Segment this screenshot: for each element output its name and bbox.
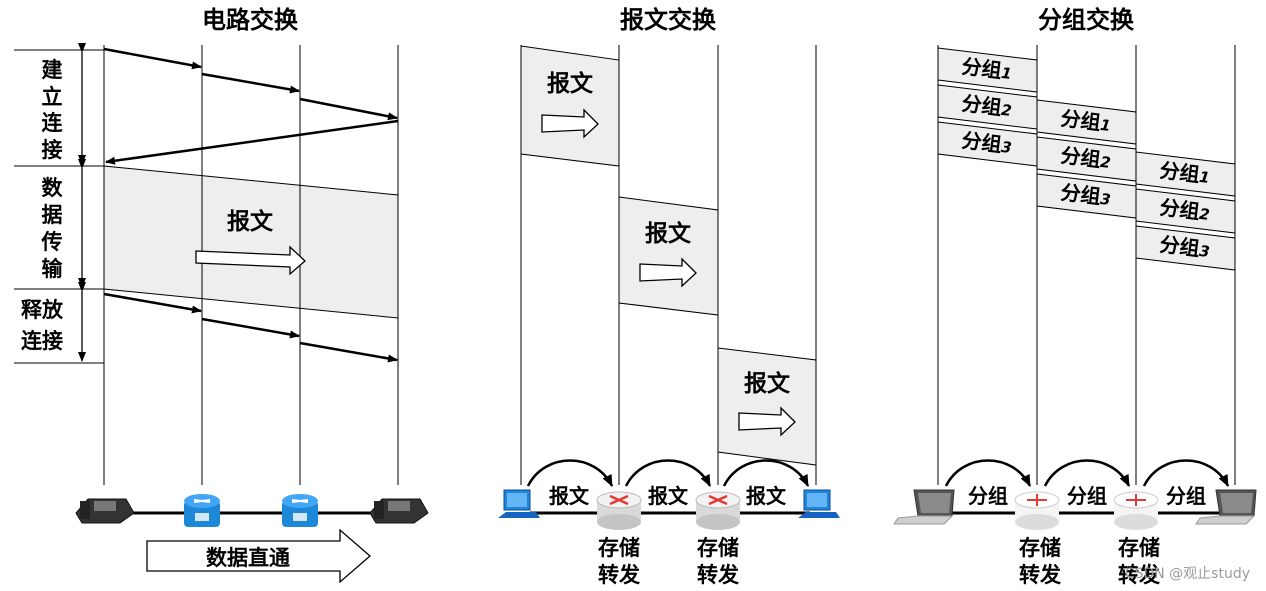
switch-router-icon [184, 494, 220, 527]
packet-label: 分组2 [1059, 143, 1112, 173]
svg-text:分组3: 分组3 [1059, 180, 1112, 210]
desktop-computer-icon [798, 489, 840, 518]
circuit-message-arrow-icon [195, 245, 306, 276]
message-panel: 报文 报文 报文 报文 报文 报文 [498, 45, 840, 587]
packet-label: 分组3 [1059, 180, 1112, 210]
phase-release-line-2: 连接 [21, 329, 63, 353]
packet-label: 分组1 [1059, 106, 1112, 136]
watermark: CSDN @观止study [1125, 566, 1250, 582]
svg-text:分组3: 分组3 [1158, 232, 1211, 262]
message-block-label: 报文 [645, 220, 692, 247]
phase-setup-char-4: 接 [42, 138, 63, 162]
hop-arrow [944, 459, 1032, 487]
hop-arrow [624, 459, 712, 487]
circuit-data-band [103, 165, 399, 319]
message-arrow-icon [738, 406, 796, 437]
telephone-icon [369, 498, 429, 524]
router-icon [695, 491, 741, 530]
svg-text:分组2: 分组2 [1059, 143, 1112, 173]
forward-label: 转发 [598, 563, 641, 587]
packet-label: 分组2 [1158, 195, 1211, 225]
store-label: 存储 [1118, 536, 1160, 560]
message-arrow-icon [639, 257, 697, 288]
store-label: 存储 [697, 536, 739, 560]
svg-text:分组3: 分组3 [960, 128, 1013, 158]
packet-label: 分组1 [960, 54, 1013, 84]
title-message-switching: 报文交换 [620, 6, 717, 34]
message-block [717, 347, 817, 466]
release-signal-arrow-2 [201, 317, 300, 339]
phase-setup-char-1: 建 [42, 58, 63, 82]
packet-label: 分组2 [960, 91, 1013, 121]
setup-ack-arrow [105, 119, 399, 165]
packet-link-label: 分组 [968, 484, 1008, 508]
store-label: 存储 [1019, 536, 1061, 560]
packet-link-label: 分组 [1166, 484, 1206, 508]
laptop-icon [893, 489, 955, 525]
telephone-icon [75, 498, 135, 524]
forward-label: 转发 [697, 563, 740, 587]
packet-label: 分组3 [960, 128, 1013, 158]
message-link-label: 报文 [549, 484, 590, 508]
switch-router-icon [282, 494, 318, 527]
message-block [618, 196, 719, 316]
message-link-label: 报文 [648, 484, 689, 508]
svg-text:分组2: 分组2 [960, 91, 1013, 121]
phase-setup-char-3: 连 [42, 111, 64, 135]
phase-transfer-char-2: 据 [42, 203, 63, 227]
setup-signal-arrow-1 [103, 47, 202, 70]
phase-setup-char-2: 立 [42, 85, 63, 109]
setup-signal-arrow-3 [299, 97, 398, 121]
router-icon [596, 491, 642, 530]
message-block-label: 报文 [744, 370, 791, 397]
phase-release-line-1: 释放 [21, 298, 64, 322]
store-label: 存储 [598, 536, 640, 560]
hop-arrow [1142, 459, 1230, 487]
desktop-computer-icon [498, 489, 540, 518]
packet-label: 分组1 [1158, 158, 1211, 188]
message-block [520, 45, 620, 167]
setup-signal-arrow-2 [201, 72, 300, 94]
forward-label: 转发 [1019, 563, 1062, 587]
svg-text:分组1: 分组1 [1158, 158, 1211, 188]
circuit-message-label: 报文 [227, 208, 274, 235]
packet-panel: 分组1 分组2 分组3 分组1 分组2 分组3 分组1 分组2 分组3 [893, 45, 1257, 587]
message-block-label: 报文 [547, 70, 594, 97]
title-circuit-switching: 电路交换 [202, 6, 299, 34]
hop-arrow [1043, 459, 1131, 487]
forward-label: 转发 [1118, 563, 1161, 587]
laptop-icon [1195, 489, 1257, 525]
svg-text:分组2: 分组2 [1158, 195, 1211, 225]
message-arrow-icon [541, 108, 599, 139]
message-link-label: 报文 [746, 484, 787, 508]
router-icon [1113, 491, 1159, 530]
phase-transfer-char-1: 数 [42, 176, 64, 200]
release-signal-arrow-1 [103, 292, 202, 314]
packet-label: 分组3 [1158, 232, 1211, 262]
svg-text:分组1: 分组1 [960, 54, 1013, 84]
svg-text:分组1: 分组1 [1059, 106, 1112, 136]
packet-link-label: 分组 [1067, 484, 1107, 508]
circuit-panel: 建 立 连 接 数 据 传 输 释放 连接 报文 [14, 43, 429, 584]
hop-arrow [722, 459, 810, 487]
phase-transfer-char-3: 传 [41, 230, 63, 254]
title-packet-switching: 分组交换 [1038, 6, 1135, 34]
phase-transfer-char-4: 输 [42, 257, 64, 281]
direct-path-label: 数据直通 [206, 546, 290, 570]
router-icon [1014, 491, 1060, 530]
release-signal-arrow-3 [299, 341, 398, 363]
hop-arrow [526, 459, 614, 487]
direct-path-arrow [146, 528, 371, 584]
